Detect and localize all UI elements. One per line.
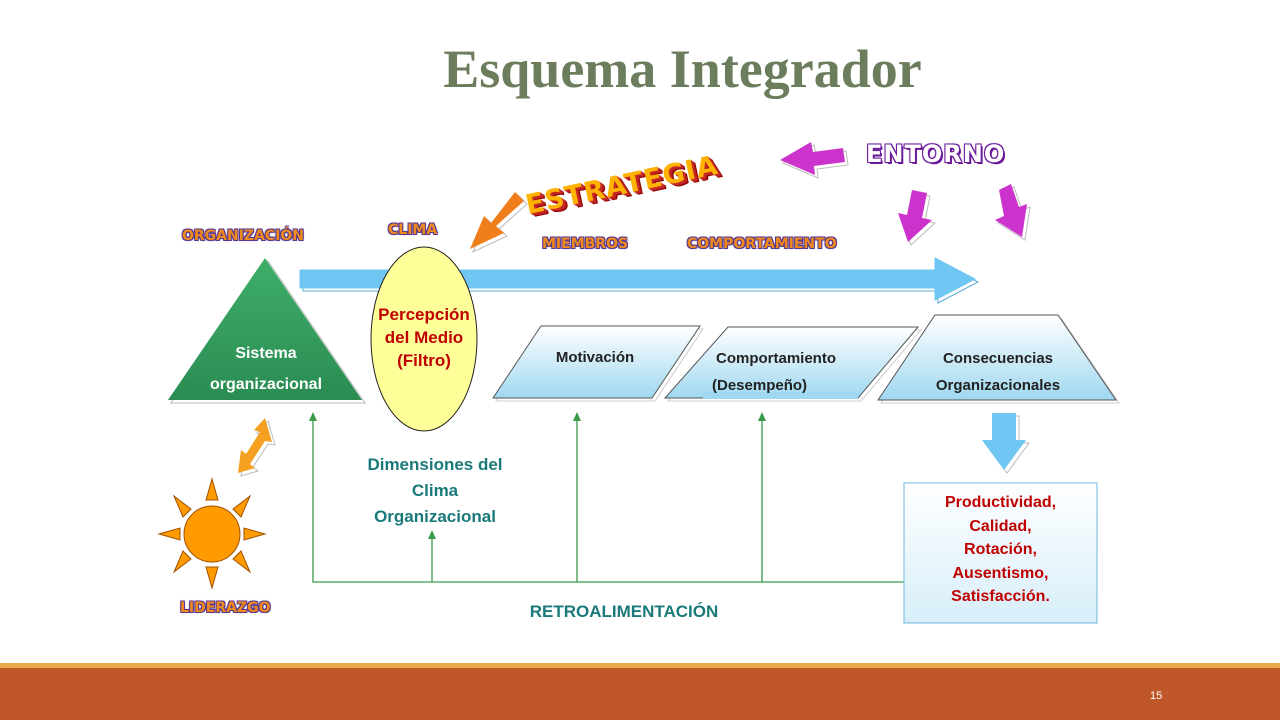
- organizacion-label: ORGANIZACIÓN: [182, 228, 305, 244]
- liderazgo-label: LIDERAZGO: [180, 600, 271, 616]
- entorno-arrow-diagonal: [995, 184, 1031, 241]
- sistema-organizacional-triangle: [168, 258, 366, 404]
- resultado-item: Ausentismo,: [952, 564, 1049, 582]
- resultados-box: [903, 482, 1098, 624]
- footer-accent-line: [0, 663, 1280, 668]
- resultado-item: Rotación,: [964, 541, 1037, 558]
- retroalimentacion-label: RETROALIMENTACIÓN: [529, 602, 719, 621]
- dimensiones-clima-text: Dimensiones del Clima Organizacional: [367, 455, 503, 526]
- comportamiento-shape: [663, 326, 923, 402]
- sun-icon: [157, 477, 267, 590]
- consecuencias-text: Consecuencias Organizacionales: [935, 350, 1061, 394]
- resultado-item: Satisfacción.: [951, 588, 1050, 605]
- footer-bar: [0, 668, 1280, 720]
- feedback-arrowheads: [309, 412, 766, 539]
- estrategia-arrow: [470, 192, 528, 254]
- sistema-organizacional-text: Sistema organizacional: [209, 345, 323, 393]
- resultado-item: Calidad,: [969, 517, 1032, 535]
- percepcion-ellipse: [370, 246, 478, 432]
- resultado-item: Productividad,: [944, 494, 1057, 511]
- motivacion-shape: [492, 325, 704, 402]
- comportamiento-label: COMPORTAMIENTO: [687, 236, 837, 252]
- percepcion-text: Percepción del Medio (Filtro): [378, 305, 470, 370]
- clima-label: CLIMA: [388, 222, 438, 238]
- slide-title: Esquema Integrador: [443, 39, 922, 99]
- blue-down-arrow: [982, 413, 1030, 474]
- diagram-canvas: [157, 142, 1120, 624]
- liderazgo-double-arrow: [238, 418, 276, 477]
- entorno-label: ENTORNO: [866, 140, 1006, 168]
- entorno-arrow-down: [898, 190, 937, 246]
- feedback-loop: [312, 418, 905, 583]
- resultados-list: Productividad, Calidad, Rotación, Ausent…: [904, 491, 1097, 609]
- consecuencias-shape: [877, 314, 1120, 404]
- motivacion-text: Motivación: [555, 349, 635, 366]
- entorno-arrow-left: [780, 142, 849, 179]
- page-number: 15: [1150, 690, 1163, 702]
- miembros-label: MIEMBROS: [542, 236, 629, 252]
- comportamiento-text: Comportamiento (Desempeño): [712, 350, 836, 394]
